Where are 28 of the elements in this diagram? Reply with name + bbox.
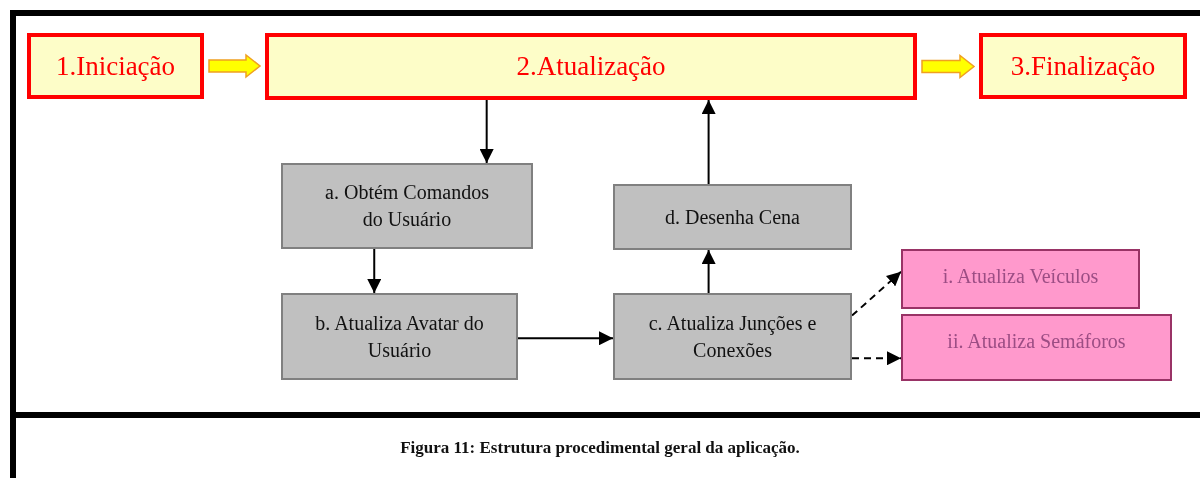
stage-box xyxy=(27,33,204,99)
dashed-arrow xyxy=(851,270,902,317)
block-arrow xyxy=(921,53,976,80)
box-label: 2.Atualização xyxy=(516,51,666,82)
arrow xyxy=(701,99,716,185)
dashed-arrow xyxy=(851,351,902,366)
box-label: a. Obtém Comandos do Usuário xyxy=(324,180,490,232)
process-box xyxy=(613,293,852,380)
stage-box xyxy=(979,33,1187,99)
box-label: c. Atualiza Junções e Conexões xyxy=(647,310,818,363)
process-box xyxy=(613,184,852,250)
arrow xyxy=(367,248,382,294)
block-arrow xyxy=(208,53,262,79)
stage-box xyxy=(265,33,917,100)
arrow xyxy=(479,99,494,164)
figure-caption: Figura 11: Estrutura procedimental geral da aplicação. xyxy=(399,438,801,458)
box-label: 1.Iniciação xyxy=(55,50,176,82)
box-label: d. Desenha Cena xyxy=(665,204,800,230)
process-box xyxy=(281,293,518,380)
box-label: b. Atualiza Avatar do Usuário xyxy=(314,310,485,363)
box-label: ii. Atualiza Semáforos xyxy=(947,330,1126,353)
process-box xyxy=(281,163,533,249)
arrow xyxy=(517,331,614,346)
subprocess-box xyxy=(901,249,1140,309)
arrow xyxy=(701,249,716,294)
box-label: 3.Finalização xyxy=(1010,50,1156,82)
subprocess-box xyxy=(901,314,1172,381)
box-label: i. Atualiza Veículos xyxy=(942,265,1099,288)
